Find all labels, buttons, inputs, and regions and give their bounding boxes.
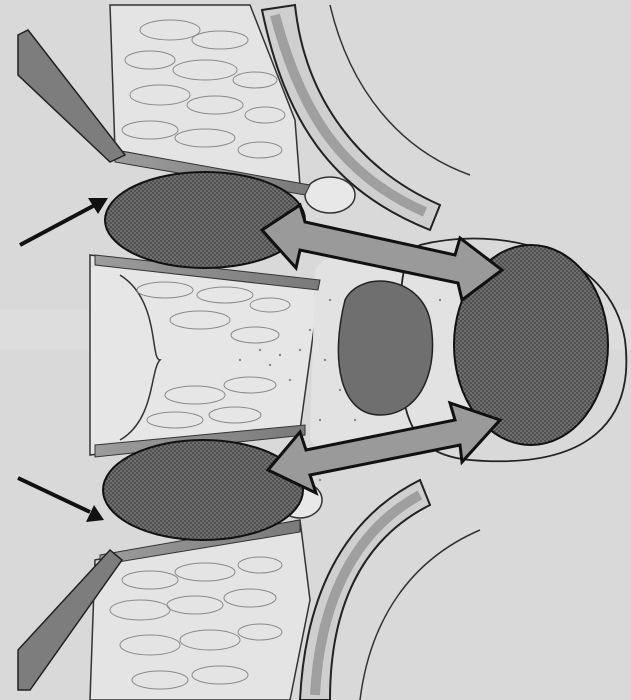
lower-left-mass bbox=[103, 440, 303, 540]
upper-knob bbox=[305, 177, 355, 213]
central-mass bbox=[338, 281, 432, 415]
